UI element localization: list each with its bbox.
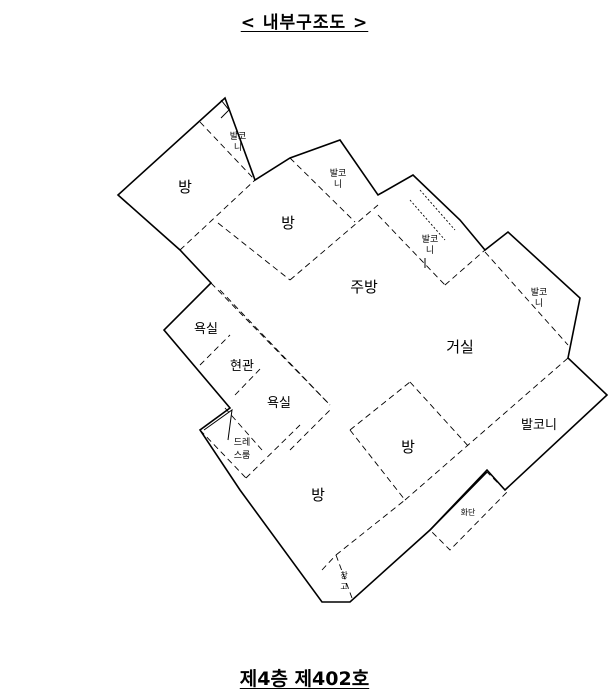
room-label: 현관 (230, 359, 254, 374)
marker-top (220, 99, 230, 119)
room-label: 발코 (230, 131, 247, 142)
room-label: 주방 (350, 278, 378, 296)
room-label: 화단 (461, 507, 476, 517)
wall-kitchen (377, 214, 446, 286)
room-label: 스룸 (234, 450, 251, 461)
room-label: 니 (535, 298, 543, 309)
room-label: 방 (178, 178, 192, 196)
flowerbed-edge (429, 471, 488, 531)
wall-balcony-4 (484, 251, 569, 346)
wall-storage (321, 554, 337, 571)
page-title: < 내부구조도 > (240, 13, 369, 33)
room-label: 드레 (234, 437, 251, 448)
outer-wall (116, 96, 609, 603)
room-label: 니 (234, 142, 242, 153)
wall-balcony-big (404, 357, 569, 501)
room-label: 니 (334, 179, 342, 190)
wall-balcony-1 (199, 121, 256, 181)
wall-bath-1 (199, 334, 231, 366)
room-label: 욕실 (194, 322, 218, 337)
room-label: 방 (311, 486, 325, 504)
unit-title: 제4층 제402호 (239, 668, 370, 690)
wall-storage-2 (335, 554, 353, 599)
room-label: 방 (401, 438, 415, 456)
wall-corridor-2 (219, 289, 331, 406)
room-label: 발코니 (521, 418, 557, 433)
room-label: 방 (281, 214, 295, 232)
wall-room-d (335, 499, 406, 556)
wall-room-c-3 (349, 429, 406, 501)
room-label: 거실 (446, 338, 474, 356)
wall-room-a (179, 179, 256, 251)
wall-room-b-1 (217, 222, 291, 281)
wall-dress (245, 424, 301, 479)
wall-balcony-3 (444, 249, 486, 286)
wall-room-c-2 (409, 381, 471, 449)
wall-bath-2 (289, 409, 331, 451)
room-label: 고 (340, 582, 347, 591)
wall-entrance (234, 366, 263, 396)
wall-room-c-1 (349, 381, 411, 431)
room-label: 발코 (422, 234, 439, 245)
room-label: 니 (426, 245, 434, 256)
room-label: 창 (340, 571, 348, 580)
room-label: 발코 (330, 168, 347, 179)
room-label: 욕실 (267, 396, 291, 411)
marker-dress (203, 408, 233, 441)
wall-balcony-2 (289, 157, 356, 223)
marker-kitchen-1 (419, 189, 456, 231)
wall-dress-2 (199, 429, 247, 479)
marker-kitchen-2 (409, 199, 446, 241)
room-label: 발코 (531, 287, 548, 298)
wall-room-b-2 (289, 204, 379, 281)
